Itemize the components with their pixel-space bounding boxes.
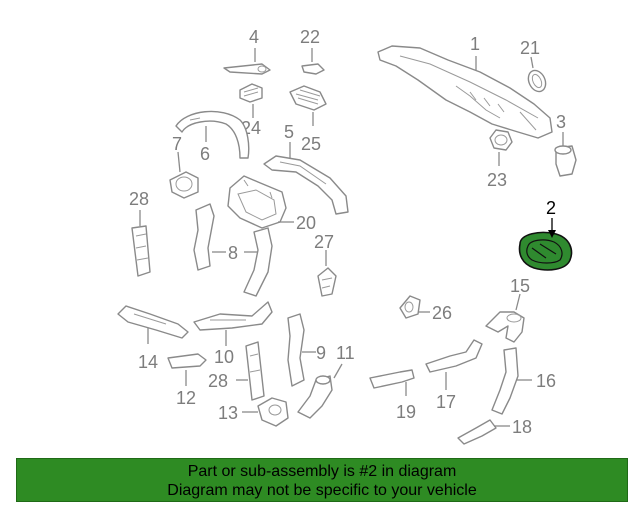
callout-11: 11 bbox=[336, 343, 355, 363]
part-24-vent-grille[interactable] bbox=[239, 83, 263, 103]
banner-line-2: Diagram may not be specific to your vehi… bbox=[167, 482, 477, 499]
part-27-small-vent[interactable] bbox=[317, 267, 337, 297]
callout-22: 22 bbox=[300, 27, 320, 47]
leader-21 bbox=[530, 56, 534, 69]
callout-15: 15 bbox=[510, 276, 530, 296]
part-14-floor-duct[interactable] bbox=[117, 305, 189, 339]
callout-25: 25 bbox=[301, 134, 321, 154]
part-21-grommet[interactable] bbox=[525, 68, 549, 95]
callout-27: 27 bbox=[314, 232, 334, 252]
part-16-vertical-duct[interactable] bbox=[491, 347, 519, 415]
part-20-housing[interactable] bbox=[227, 175, 287, 229]
part-10-floor-duct[interactable] bbox=[193, 301, 273, 331]
part-13-elbow[interactable] bbox=[257, 397, 289, 427]
callout-1: 1 bbox=[470, 34, 480, 54]
part-28-panel-upper[interactable] bbox=[131, 225, 151, 277]
part-19-duct[interactable] bbox=[369, 369, 415, 389]
callout-19: 19 bbox=[396, 402, 416, 422]
callout-9: 9 bbox=[316, 343, 326, 363]
part-8-duct-pair[interactable] bbox=[193, 203, 273, 297]
parts-diagram: 1 21 3 23 2 4 22 24 bbox=[117, 27, 577, 445]
callout-5: 5 bbox=[284, 122, 294, 142]
part-26-gasket[interactable] bbox=[399, 295, 421, 319]
part-17-duct[interactable] bbox=[425, 339, 483, 373]
part-7-round-nozzle[interactable] bbox=[169, 171, 199, 199]
part-1-dash-duct[interactable] bbox=[377, 45, 553, 139]
callout-18: 18 bbox=[512, 417, 532, 437]
callout-4: 4 bbox=[249, 27, 259, 47]
part-22-bracket[interactable] bbox=[301, 63, 325, 75]
part-6-curved-duct[interactable] bbox=[175, 110, 250, 159]
leader-15 bbox=[515, 293, 521, 311]
leader-11 bbox=[333, 363, 343, 379]
callout-8: 8 bbox=[228, 243, 238, 263]
callout-28b: 28 bbox=[208, 371, 228, 391]
part-5-long-duct[interactable] bbox=[263, 155, 349, 215]
info-banner: Part or sub-assembly is #2 in diagram Di… bbox=[16, 458, 628, 502]
part-23-vent-nozzle[interactable] bbox=[489, 129, 513, 151]
callout-12: 12 bbox=[176, 388, 196, 408]
callout-26: 26 bbox=[432, 303, 452, 323]
callout-23: 23 bbox=[487, 170, 507, 190]
callout-20: 20 bbox=[296, 213, 316, 233]
callout-14: 14 bbox=[138, 352, 158, 372]
part-2-duct-seal-highlighted[interactable] bbox=[518, 231, 573, 271]
callout-28a: 28 bbox=[129, 189, 149, 209]
part-28-panel-lower[interactable] bbox=[245, 341, 265, 401]
callout-16: 16 bbox=[536, 371, 556, 391]
callout-13: 13 bbox=[218, 403, 238, 423]
leader-7 bbox=[177, 151, 181, 173]
callout-2: 2 bbox=[546, 198, 556, 218]
part-12-short-duct[interactable] bbox=[167, 353, 207, 369]
part-11-bent-duct[interactable] bbox=[297, 375, 333, 419]
part-3-elbow-duct[interactable] bbox=[554, 145, 577, 177]
callout-3: 3 bbox=[556, 112, 566, 132]
callout-7: 7 bbox=[172, 134, 182, 154]
callout-10: 10 bbox=[214, 347, 234, 367]
callout-17: 17 bbox=[436, 392, 456, 412]
part-25-vent-grille[interactable] bbox=[289, 85, 327, 111]
callout-21: 21 bbox=[520, 38, 540, 58]
part-9-vertical-duct[interactable] bbox=[287, 313, 305, 387]
part-18-duct-end[interactable] bbox=[457, 419, 497, 445]
part-4-clip[interactable] bbox=[223, 63, 271, 75]
banner-line-1: Part or sub-assembly is #2 in diagram bbox=[187, 463, 457, 480]
callout-6: 6 bbox=[200, 144, 210, 164]
part-15-duct-connector[interactable] bbox=[485, 311, 525, 343]
